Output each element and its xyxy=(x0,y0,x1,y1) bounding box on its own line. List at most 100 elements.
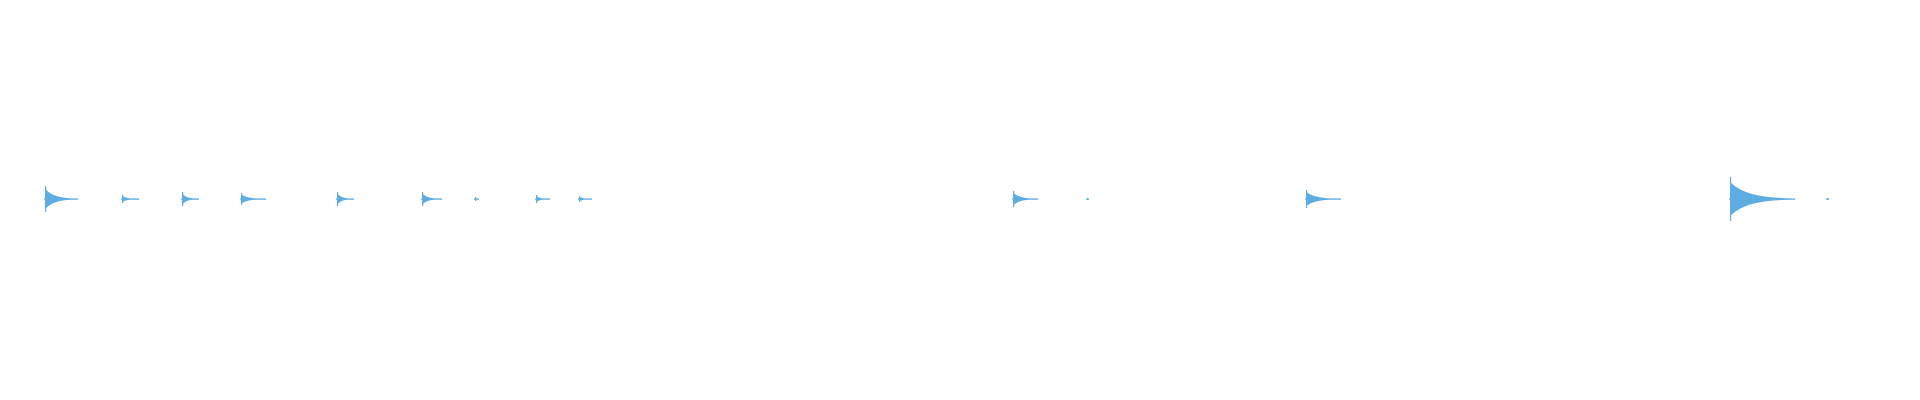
waveform-sample xyxy=(68,198,69,200)
waveform-sample xyxy=(342,197,343,201)
waveform-sample xyxy=(1748,192,1749,206)
waveform-sample xyxy=(537,196,538,202)
waveform-sample xyxy=(1747,192,1748,206)
waveform-sample xyxy=(1736,187,1737,211)
waveform-sample xyxy=(1778,197,1779,201)
waveform-sample xyxy=(1753,194,1754,204)
waveform-sample xyxy=(1758,195,1759,203)
waveform-sample xyxy=(430,197,431,201)
waveform-sample xyxy=(1735,186,1736,212)
waveform-sample xyxy=(50,193,51,205)
waveform-sample xyxy=(71,198,72,200)
waveform-sample xyxy=(73,198,74,200)
waveform-sample xyxy=(1034,198,1035,200)
waveform-sample xyxy=(422,192,424,206)
waveform-sample xyxy=(1757,195,1758,203)
waveform-sample xyxy=(1793,198,1794,200)
waveform-sample xyxy=(75,198,76,200)
waveform-sample xyxy=(1026,198,1027,200)
waveform-sample xyxy=(1738,188,1739,210)
waveform-sample xyxy=(1784,198,1785,200)
waveform-sample xyxy=(1032,198,1033,200)
waveform-sample xyxy=(1031,198,1032,200)
waveform-sample xyxy=(251,197,252,201)
waveform-sample xyxy=(197,198,198,200)
waveform-sample xyxy=(1316,196,1317,202)
waveform-sample xyxy=(1309,194,1310,204)
waveform-sample xyxy=(590,198,591,200)
waveform-sample xyxy=(1742,190,1743,208)
waveform-sample xyxy=(1828,198,1829,200)
waveform-sample xyxy=(198,198,199,200)
waveform-sample xyxy=(1792,198,1793,200)
waveform-sample xyxy=(350,198,351,200)
waveform-sample xyxy=(263,198,264,200)
waveform-sample xyxy=(1785,198,1786,200)
waveform-sample xyxy=(128,198,129,200)
waveform-sample xyxy=(1088,198,1089,200)
waveform-sample xyxy=(136,198,137,200)
waveform-sample xyxy=(540,197,541,201)
waveform-sample xyxy=(1018,196,1019,202)
waveform-sample xyxy=(543,198,544,200)
waveform-sample xyxy=(536,195,538,203)
waveform-sample xyxy=(1741,189,1742,209)
waveform-sample xyxy=(345,198,346,200)
waveform-sample xyxy=(192,198,193,200)
waveform-sample xyxy=(591,198,592,200)
waveform-sample xyxy=(1331,198,1332,200)
waveform-sample xyxy=(1794,198,1795,200)
waveform-sample xyxy=(1750,193,1751,205)
waveform-sample xyxy=(423,194,424,204)
waveform-sample xyxy=(74,198,75,200)
waveform-sample xyxy=(1030,198,1031,200)
waveform-burst xyxy=(535,195,550,203)
waveform-sample xyxy=(437,198,438,200)
waveform-sample xyxy=(1016,195,1017,203)
waveform-sample xyxy=(425,195,426,203)
waveform-sample xyxy=(1317,196,1318,202)
waveform-sample xyxy=(58,196,59,202)
waveform-sample xyxy=(1790,198,1791,200)
waveform-sample xyxy=(1737,187,1738,211)
waveform-sample xyxy=(431,197,432,201)
waveform-sample xyxy=(1749,193,1750,205)
waveform-sample xyxy=(190,198,191,200)
waveform-sample xyxy=(478,198,479,200)
waveform-sample xyxy=(131,198,132,200)
waveform-sample xyxy=(588,198,589,200)
waveform-sample xyxy=(441,198,442,200)
waveform-sample xyxy=(1321,197,1322,201)
waveform-sample xyxy=(61,197,62,201)
waveform-burst xyxy=(578,196,592,202)
waveform-sample xyxy=(1771,197,1772,201)
waveform-sample xyxy=(262,198,263,200)
waveform-sample xyxy=(1313,195,1314,203)
waveform-sample xyxy=(264,198,265,200)
waveform-sample xyxy=(56,196,57,202)
waveform-sample xyxy=(1791,198,1792,200)
waveform-sample xyxy=(582,198,583,200)
waveform-sample xyxy=(55,195,56,203)
waveform-sample xyxy=(69,198,70,200)
waveform-sample xyxy=(1334,198,1335,200)
waveform-sample xyxy=(1751,193,1752,205)
waveform-sample xyxy=(1777,197,1778,201)
waveform-sample xyxy=(351,198,352,200)
waveform-sample xyxy=(60,197,61,201)
waveform-sample xyxy=(184,195,185,203)
waveform-sample xyxy=(477,198,478,200)
waveform-burst xyxy=(1012,191,1038,207)
waveform-sample xyxy=(429,197,430,201)
waveform-sample xyxy=(132,198,133,200)
waveform-sample xyxy=(189,197,190,201)
waveform-sample xyxy=(46,190,47,208)
waveform-sample xyxy=(349,198,350,200)
waveform-sample xyxy=(1755,194,1756,204)
waveform-sample xyxy=(1320,197,1321,201)
waveform-sample xyxy=(539,197,540,201)
waveform-sample xyxy=(63,197,64,201)
waveform-sample xyxy=(338,194,339,204)
waveform-sample xyxy=(1323,197,1324,201)
